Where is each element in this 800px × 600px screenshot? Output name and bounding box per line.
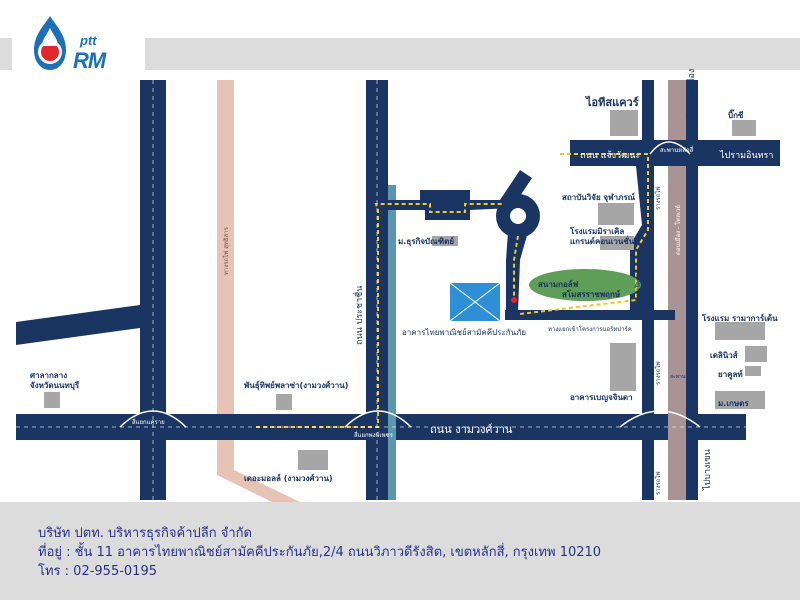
big-c-label: บิ๊กซี: [728, 109, 744, 120]
route-path-3: [519, 153, 649, 315]
rail-label-1: รางรถไฟ: [654, 186, 662, 210]
to-bang-khen-label: ไปบางเขน: [702, 449, 713, 491]
miracle-hotel-label-1: โรงแรมมิราเคิล: [569, 226, 624, 236]
kaset-intersection-label: สี่แยกแคราย: [132, 418, 165, 426]
route-path-2: [513, 235, 519, 300]
campus-road: [506, 232, 528, 312]
rama-garden-building: [715, 322, 765, 340]
access-road: [505, 310, 675, 320]
diagonal-road: [16, 305, 140, 345]
thairath-label: ม.ธุรกิจบัณฑิตย์: [398, 236, 454, 247]
map-shape: [510, 208, 526, 224]
benchajinda-label: อาคารเบญจจินดา: [570, 393, 633, 403]
footer: บริษัท ปตท. บริหารธุรกิจค้าปลีก จำกัด ที…: [0, 502, 800, 600]
to-don-mueang-label: ไป ดอนเมือง: [686, 69, 697, 119]
tollway: [668, 80, 686, 500]
north-park-label: ทางแยกเข้าโครงการนอร์ทปาร์ค: [548, 325, 632, 333]
company-name: บริษัท ปตท. บริหารธุรกิจค้าปลีก จำกัด: [38, 526, 252, 541]
route-end-marker: [511, 297, 517, 303]
la-villa-building: [745, 346, 767, 362]
golf-road-label: ถนนโคบอล์: [634, 270, 642, 300]
header-bar: [145, 38, 800, 70]
logo-rm-text: RM: [73, 48, 106, 73]
city-hall-label-2: จังหวัดนนทบุรี: [30, 380, 80, 391]
miracle-hotel-building: [600, 236, 634, 250]
railway-label: ทางรถไฟ สุทธิสาร: [222, 226, 230, 275]
ptt-flame-icon: [34, 16, 66, 70]
rama-garden-label: โรงแรม รามาการ์เด้น: [701, 313, 778, 323]
yakult-building: [745, 366, 761, 376]
city-hall-label-1: ศาลากลาง: [30, 371, 67, 380]
chaeng-overpass-icon: [649, 141, 691, 155]
company-phone: โทร : 02-955-0195: [38, 564, 157, 579]
vibhavadi-road-east: [686, 80, 698, 500]
it-square-building: [610, 110, 638, 136]
golf-park: [529, 269, 641, 301]
thairath-building: [432, 236, 458, 246]
the-mall-building: [298, 450, 328, 470]
it-square-label: ไอทีสแควร์: [584, 95, 639, 109]
the-mall-label: เดอะมอลล์ (งามวงศ์วาน): [244, 473, 333, 483]
ngamwongwan-label: ถนน งามวงศ์วาน: [430, 423, 513, 436]
rail-label-2: รางรถไฟ: [654, 361, 662, 385]
railway-track: [217, 80, 300, 502]
header-bar-left: [0, 38, 12, 70]
miracle-hotel-label-2: แกรนด์คอนเวนชั่น: [570, 235, 635, 246]
golf-label-1: สนามกอล์ฟ: [538, 279, 579, 289]
to-ram-intra-label: ไปรามอินทรา: [719, 150, 773, 161]
map-shape: [449, 282, 501, 322]
kaset-overpass-icon: [119, 410, 187, 428]
vibhavadi-label: ถนน วิภาวดีรังสิต: [698, 207, 709, 275]
kasetsart-building: [715, 391, 765, 409]
prachachuen-intersection-label: สี่แยกพงษ์เพชร: [354, 431, 394, 439]
laksi-intersection-label: สะพานหลักสี่: [660, 146, 694, 154]
canal: [388, 185, 396, 500]
target-building-icon: [449, 282, 501, 322]
chulabhorn-label: สถาบันวิจัย จุฬาภรณ์: [562, 192, 636, 203]
ptt-rm-logo: [28, 14, 138, 76]
target-building-label: อาคารไทยพาณิชย์สามัคคีประกันภัย: [402, 327, 526, 337]
location-map: ถนน งามวงศ์วาน ถนน ประชาชื่น ถนน วิภาวดี…: [16, 69, 780, 502]
chaengwattana-label: ถนน แจ้งวัฒนะ: [580, 150, 640, 161]
prachachuen-overpass-icon: [344, 410, 412, 428]
chulabhorn-building: [598, 203, 634, 225]
tollway-label: ดอนเมือง - โทลเวย์: [674, 205, 682, 255]
prachachuen-label: ถนน ประชาชื่น: [352, 286, 365, 345]
city-hall-building: [44, 392, 60, 408]
pantip-building: [276, 394, 292, 410]
benchajinda-building: [610, 343, 636, 391]
logo-ptt-text: ptt: [80, 33, 97, 48]
company-address: ที่อยู่ : ชั้น 11 อาคารไทยพาณิชย์สามัคคี…: [38, 545, 602, 560]
big-c-building: [732, 120, 756, 136]
route-path: [256, 203, 504, 428]
golf-label-2: สโมสรราชพฤกษ์: [562, 289, 621, 299]
yakult-label: ยาคูลท์: [718, 369, 743, 380]
pantip-label: พันธุ์ทิพย์พลาซ่า(งามวงศ์วาน): [244, 380, 348, 391]
rail-label-3: รางรถไฟ: [654, 471, 662, 495]
kasetsart-label: ม.เกษตร: [718, 399, 749, 408]
laksi-overpass-icon: [619, 410, 701, 428]
la-villa-label: เดลินิวส์: [710, 350, 738, 360]
overpass-label: สะพานลอย: [670, 374, 694, 380]
